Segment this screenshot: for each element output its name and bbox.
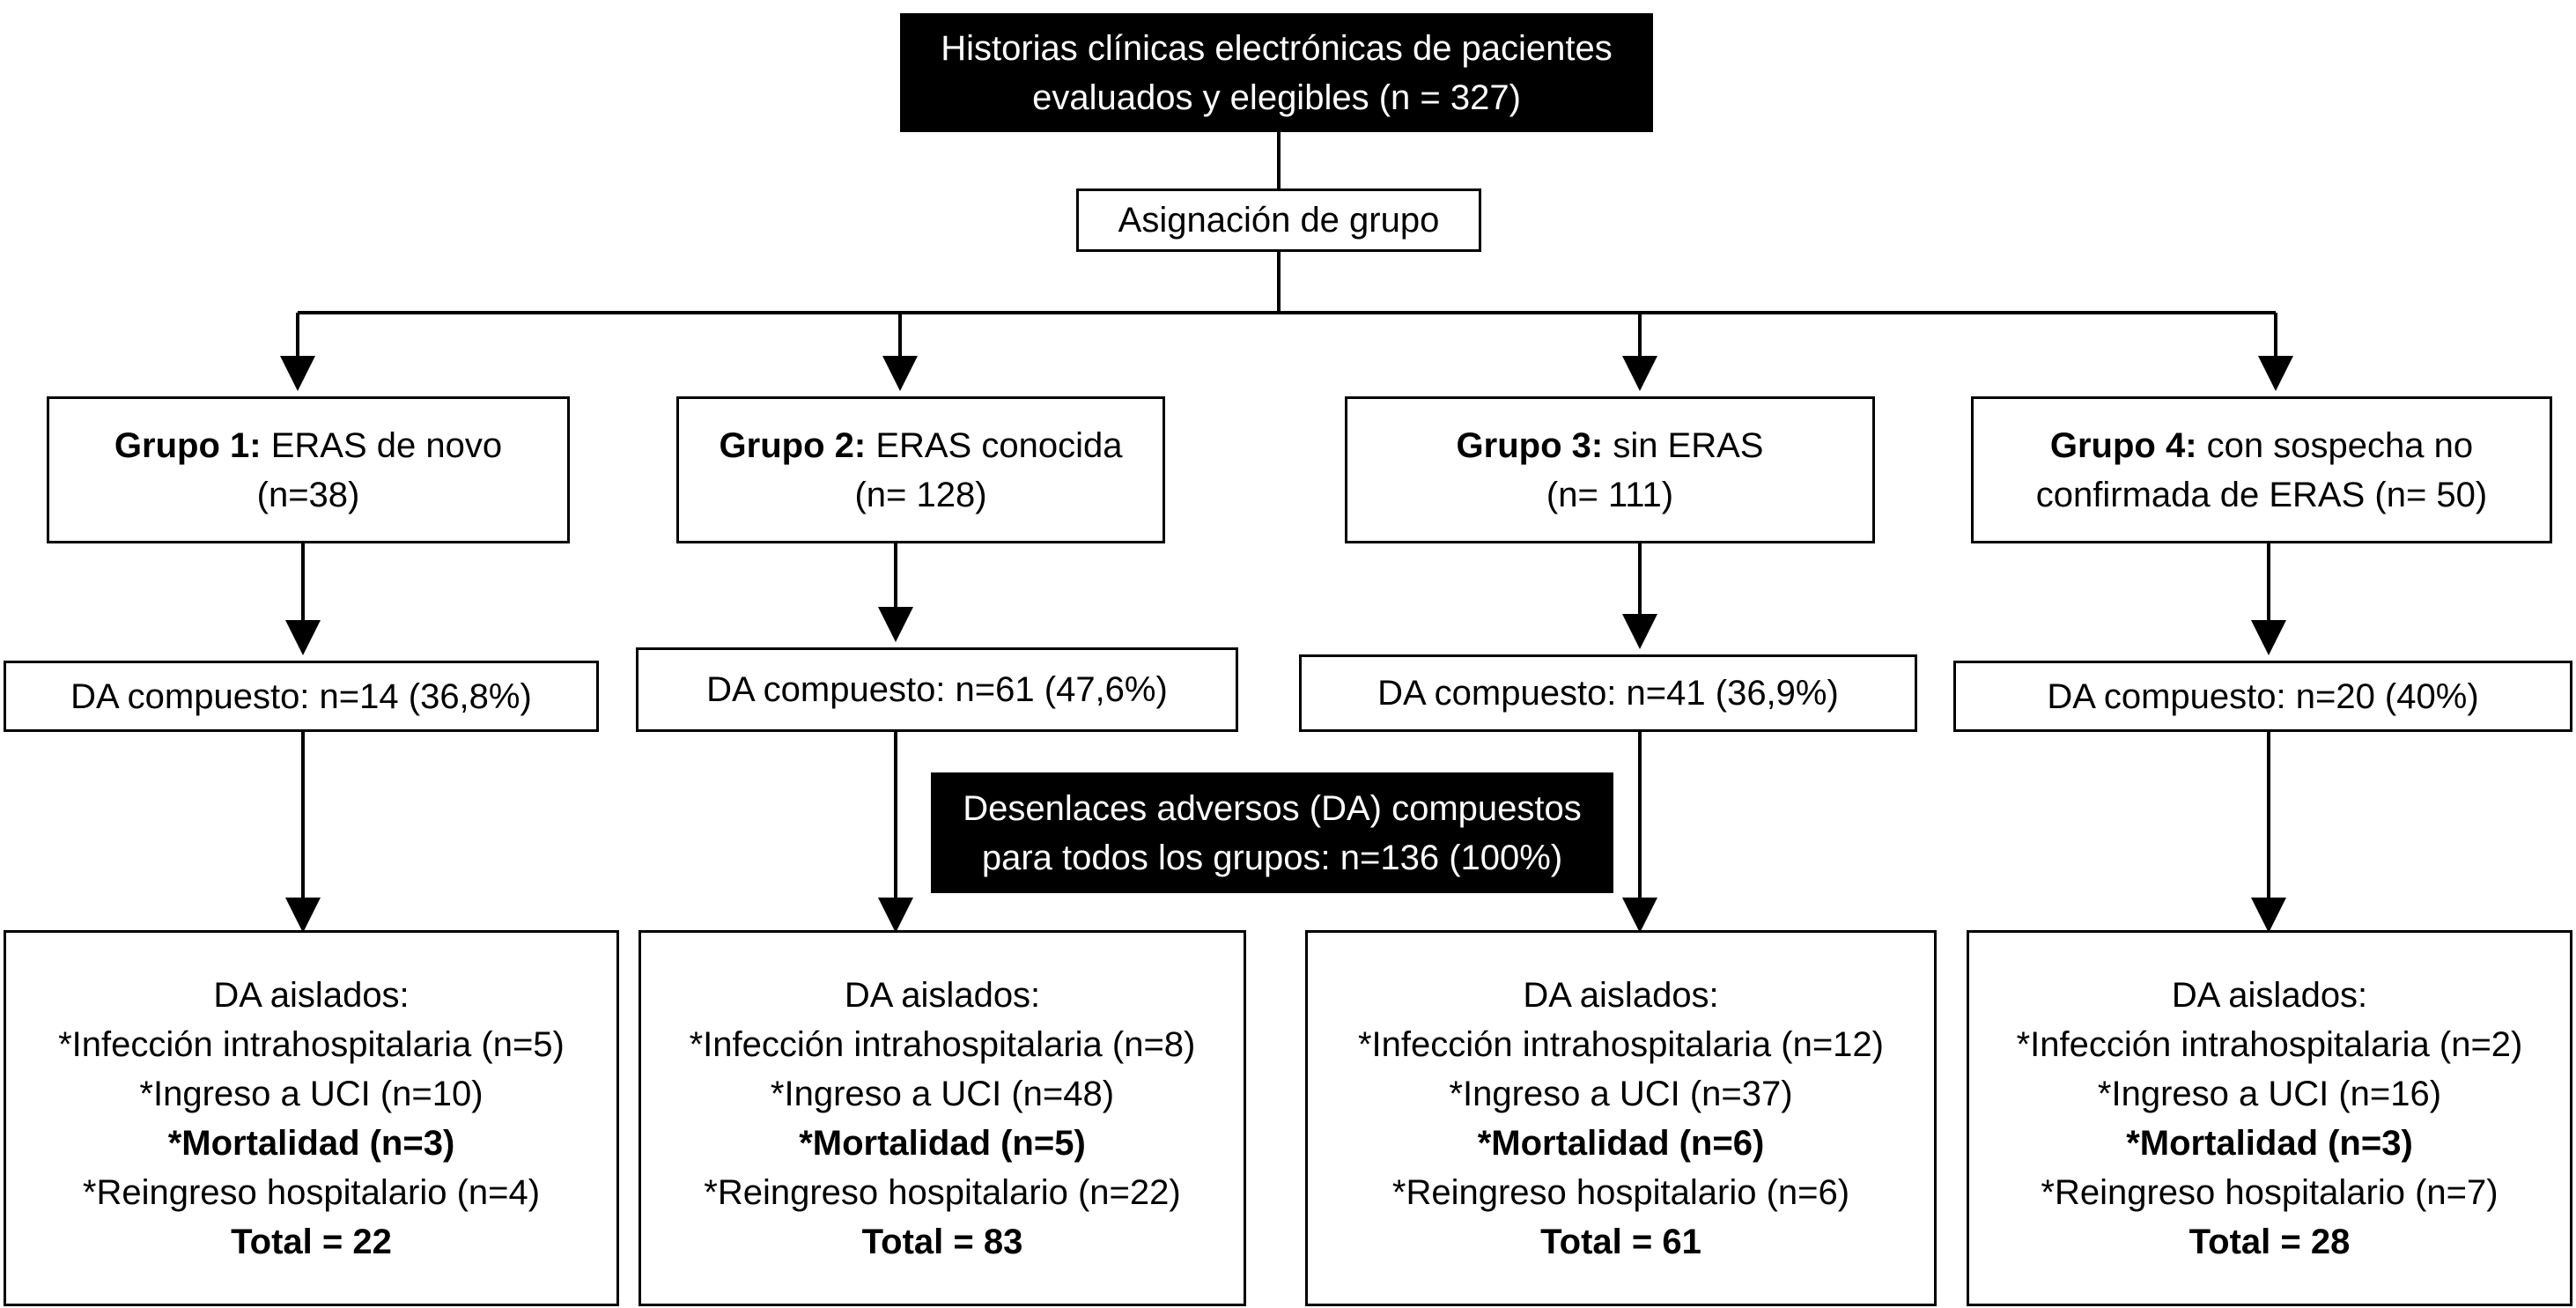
group-2-title: Grupo 2: — [719, 425, 867, 465]
da-aislados-2-title: DA aislados: — [844, 975, 1041, 1015]
da-compuesto-2-label: DA compuesto: n=61 (47,6%) — [706, 670, 1168, 709]
group-4-count: confirmada de ERAS (n= 50) — [2035, 475, 2488, 514]
eligible-patients-box: Historias clínicas electrónicas de pacie… — [900, 13, 1653, 132]
group-3-title: Grupo 3: — [1456, 425, 1604, 465]
group-3-name: sin ERAS — [1613, 425, 1764, 465]
da-aislados-4-uci: *Ingreso a UCI (n=16) — [2097, 1074, 2442, 1113]
da-aislados-1-total: Total = 22 — [231, 1222, 392, 1261]
group-4-name: con sospecha no — [2206, 425, 2474, 465]
eligible-patients-line-2: evaluados y elegibles (n = 327) — [1032, 78, 1521, 117]
da-aislados-4-total: Total = 28 — [2188, 1222, 2351, 1261]
group-1-count: (n=38) — [256, 475, 360, 514]
da-aislados-2-total: Total = 83 — [861, 1222, 1023, 1261]
da-aislados-1-box: DA aislados: *Infección intrahospitalari… — [4, 930, 619, 1306]
da-aislados-2-reingreso: *Reingreso hospitalario (n=22) — [704, 1172, 1181, 1212]
group-2-box: Grupo 2: ERAS conocida (n= 128) — [676, 396, 1165, 543]
da-compuesto-1-label: DA compuesto: n=14 (36,8%) — [70, 676, 532, 716]
da-compuesto-2-box: DA compuesto: n=61 (47,6%) — [636, 647, 1238, 732]
da-compuesto-4-label: DA compuesto: n=20 (40%) — [2047, 676, 2479, 716]
da-aislados-2-infeccion: *Infección intrahospitalaria (n=8) — [689, 1024, 1196, 1064]
da-aislados-3-infeccion: *Infección intrahospitalaria (n=12) — [1357, 1024, 1884, 1064]
da-aislados-4-box: DA aislados: *Infección intrahospitalari… — [1967, 930, 2572, 1306]
group-1-box: Grupo 1: ERAS de novo (n=38) — [47, 396, 570, 543]
group-2-name: ERAS conocida — [875, 425, 1123, 465]
da-aislados-3-total: Total = 61 — [1540, 1222, 1701, 1261]
eligible-patients-line-1: Historias clínicas electrónicas de pacie… — [941, 28, 1613, 68]
da-aislados-2-box: DA aislados: *Infección intrahospitalari… — [638, 930, 1246, 1306]
da-aislados-2-uci: *Ingreso a UCI (n=48) — [770, 1074, 1115, 1113]
group-4-title: Grupo 4: — [2049, 425, 2197, 465]
da-aislados-1-uci: *Ingreso a UCI (n=10) — [139, 1074, 483, 1113]
da-aislados-3-mortalidad: *Mortalidad (n=6) — [1477, 1123, 1765, 1163]
group-1-title: Grupo 1: — [114, 425, 262, 465]
da-aislados-4-reingreso: *Reingreso hospitalario (n=7) — [2041, 1172, 2498, 1212]
da-compuesto-3-label: DA compuesto: n=41 (36,9%) — [1377, 674, 1839, 713]
da-aislados-1-infeccion: *Infección intrahospitalaria (n=5) — [58, 1024, 565, 1064]
da-compuesto-1-box: DA compuesto: n=14 (36,8%) — [4, 661, 599, 732]
da-aislados-3-box: DA aislados: *Infección intrahospitalari… — [1305, 930, 1937, 1306]
da-aislados-2-mortalidad: *Mortalidad (n=5) — [799, 1123, 1086, 1163]
da-aislados-4-infeccion: *Infección intrahospitalaria (n=2) — [2016, 1024, 2523, 1064]
group-assignment-box: Asignación de grupo — [1076, 188, 1481, 252]
da-compuesto-3-box: DA compuesto: n=41 (36,9%) — [1299, 654, 1917, 732]
da-aislados-3-title: DA aislados: — [1523, 975, 1719, 1015]
group-1-name: ERAS de novo — [270, 425, 503, 465]
group-4-box: Grupo 4: con sospecha no confirmada de E… — [1971, 396, 2552, 543]
da-compuesto-4-box: DA compuesto: n=20 (40%) — [1953, 661, 2572, 732]
composite-outcomes-line-1: Desenlaces adversos (DA) compuestos — [963, 788, 1582, 828]
da-aislados-3-reingreso: *Reingreso hospitalario (n=6) — [1391, 1172, 1850, 1212]
da-aislados-1-mortalidad: *Mortalidad (n=3) — [167, 1123, 455, 1163]
da-aislados-4-mortalidad: *Mortalidad (n=3) — [2126, 1123, 2413, 1163]
group-2-count: (n= 128) — [854, 475, 987, 514]
da-aislados-1-reingreso: *Reingreso hospitalario (n=4) — [82, 1172, 541, 1212]
da-aislados-3-uci: *Ingreso a UCI (n=37) — [1449, 1074, 1793, 1113]
group-3-box: Grupo 3: sin ERAS (n= 111) — [1345, 396, 1875, 543]
da-aislados-1-title: DA aislados: — [213, 975, 410, 1015]
composite-outcomes-box: Desenlaces adversos (DA) compuestos para… — [931, 772, 1613, 893]
composite-outcomes-line-2: para todos los grupos: n=136 (100%) — [981, 838, 1563, 877]
group-assignment-label: Asignación de grupo — [1118, 201, 1440, 240]
da-aislados-4-title: DA aislados: — [2171, 975, 2368, 1015]
group-3-count: (n= 111) — [1546, 475, 1674, 514]
